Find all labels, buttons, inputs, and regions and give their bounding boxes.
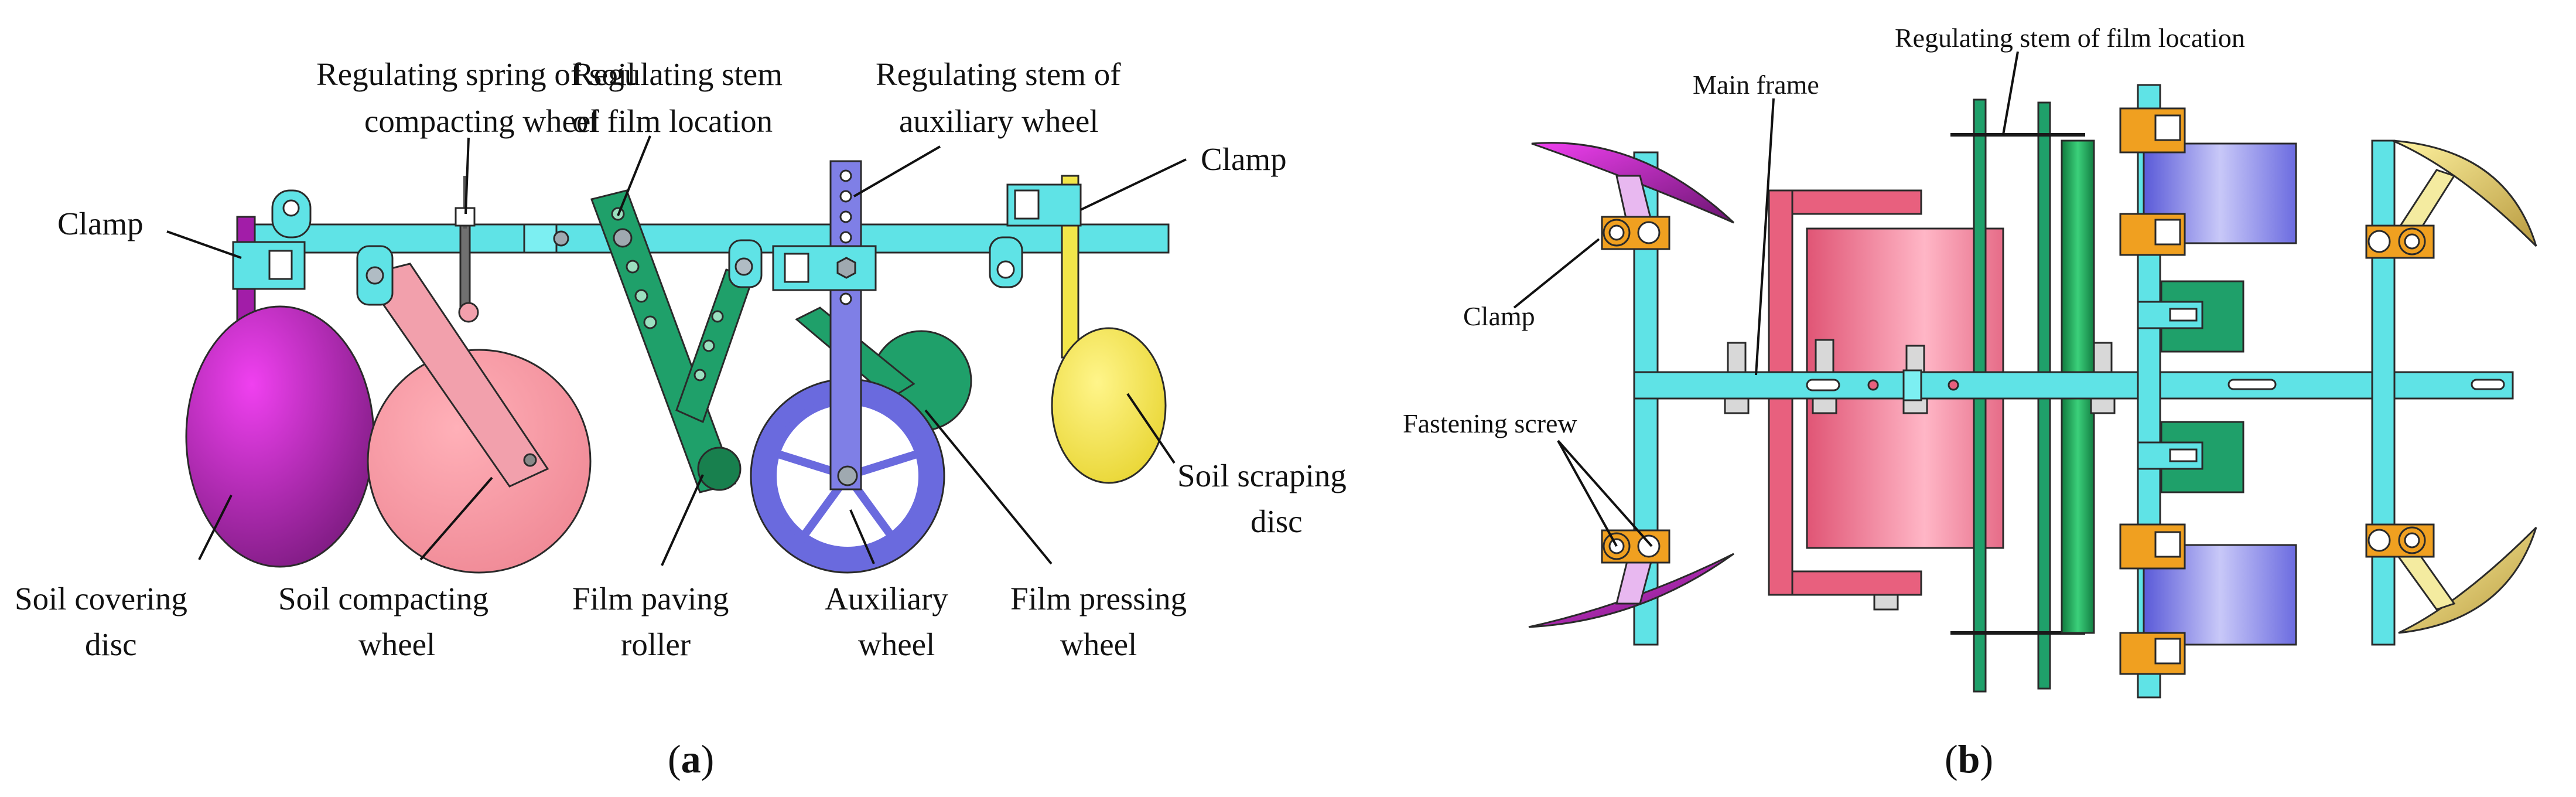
label-b-stem-film: Regulating stem of film location <box>1895 23 2245 53</box>
right-frame-bar <box>2371 139 2396 646</box>
label-spring-line1: Regulating spring of soil <box>316 56 636 92</box>
label-stem-film-line1: Regulating stem <box>572 56 783 92</box>
label-soil-compacting-line1: Soil compacting <box>278 581 488 617</box>
label-stem-aux-line1: Regulating stem of <box>876 56 1121 92</box>
label-film-pressing-line1: Film pressing <box>1010 581 1187 617</box>
beam-bolt <box>553 230 569 247</box>
label-film-paving-line2: roller <box>621 626 691 662</box>
beam-joint <box>523 223 558 254</box>
soil-covering-blade-bottom <box>1528 553 1734 628</box>
compacting-arm-bolt <box>523 453 537 467</box>
film-paving-roller <box>697 447 742 491</box>
label-stem-film-line2: of film location <box>572 103 773 139</box>
label-clamp-left: Clamp <box>57 206 144 241</box>
right-bracket-hole <box>996 260 1015 279</box>
caption-a: (a) <box>668 737 714 781</box>
main-frame-slot-3 <box>2471 379 2505 390</box>
main-frame-slot-2 <box>2227 379 2277 390</box>
clamp-left-top-ring-hole <box>1608 224 1625 241</box>
label-auxiliary-line1: Auxiliary <box>825 581 948 617</box>
label-b-fastening-screw: Fastening screw <box>1403 408 1577 438</box>
label-soil-scraping-line1: Soil scraping <box>1177 458 1347 493</box>
label-b-clamp: Clamp <box>1463 301 1535 331</box>
clamp-left-bottom-hole <box>1637 534 1661 558</box>
main-frame-bar <box>1633 371 2514 400</box>
main-frame-pin-1 <box>1867 379 1879 391</box>
brace-holes <box>693 310 724 382</box>
label-b-main-frame: Main frame <box>1693 70 1819 100</box>
film-stem-bracket-hole <box>734 257 753 276</box>
label-soil-covering-line2: disc <box>85 626 137 662</box>
panel-a-leaders <box>166 135 1187 566</box>
main-frame-pin-2 <box>1948 379 1959 391</box>
spring-pivot <box>458 302 479 323</box>
scraping-arm-top <box>2397 169 2456 233</box>
soil-covering-blade-top <box>1531 142 1735 224</box>
soil-compacting-wheel <box>367 349 592 574</box>
compacting-bracket-hole <box>365 266 384 285</box>
clamp-left-lug-hole <box>282 199 300 217</box>
label-film-pressing-line2: wheel <box>1060 626 1137 662</box>
aux-clamp-window <box>784 253 809 283</box>
clamp-left-top-hole <box>1637 221 1661 244</box>
soil-scraping-disc <box>1051 327 1167 484</box>
caption-b: (b) <box>1945 737 1993 781</box>
right-clamps <box>2365 224 2435 558</box>
aux-hub <box>837 465 858 486</box>
pink-bracket-bottom <box>1768 570 1922 596</box>
soil-compacting-arm <box>361 263 549 488</box>
auxiliary-stem <box>829 160 862 491</box>
clamp-left-window <box>268 250 293 280</box>
soil-scraping-blade-top <box>2392 139 2537 247</box>
label-clamp-right: Clamp <box>1201 141 1287 177</box>
panel-a: Regulating spring of soil compacting whe… <box>15 56 1347 781</box>
aux-clamp-nut <box>836 257 856 279</box>
label-spring-line2: compacting wheel <box>364 103 600 139</box>
scraping-arm-bottom <box>2397 553 2456 611</box>
panel-b: Regulating stem of film location Main fr… <box>1403 23 2537 781</box>
label-auxiliary-line2: wheel <box>858 626 935 662</box>
film-stem-top-bolt <box>613 228 633 248</box>
label-film-paving-line1: Film paving <box>572 581 729 617</box>
label-soil-covering-line1: Soil covering <box>15 581 187 617</box>
orange-clamps <box>2119 107 2186 675</box>
label-soil-compacting-line2: wheel <box>358 626 435 662</box>
clamp-right-window <box>1014 189 1040 220</box>
panel-b-leaders <box>1513 51 2019 547</box>
main-frame-joint <box>1902 369 1922 401</box>
main-frame-slot-1 <box>1806 379 1840 391</box>
label-soil-scraping-line2: disc <box>1251 503 1303 539</box>
label-stem-aux-line2: auxiliary wheel <box>899 103 1099 139</box>
green-wheel-brackets <box>2137 301 2203 470</box>
